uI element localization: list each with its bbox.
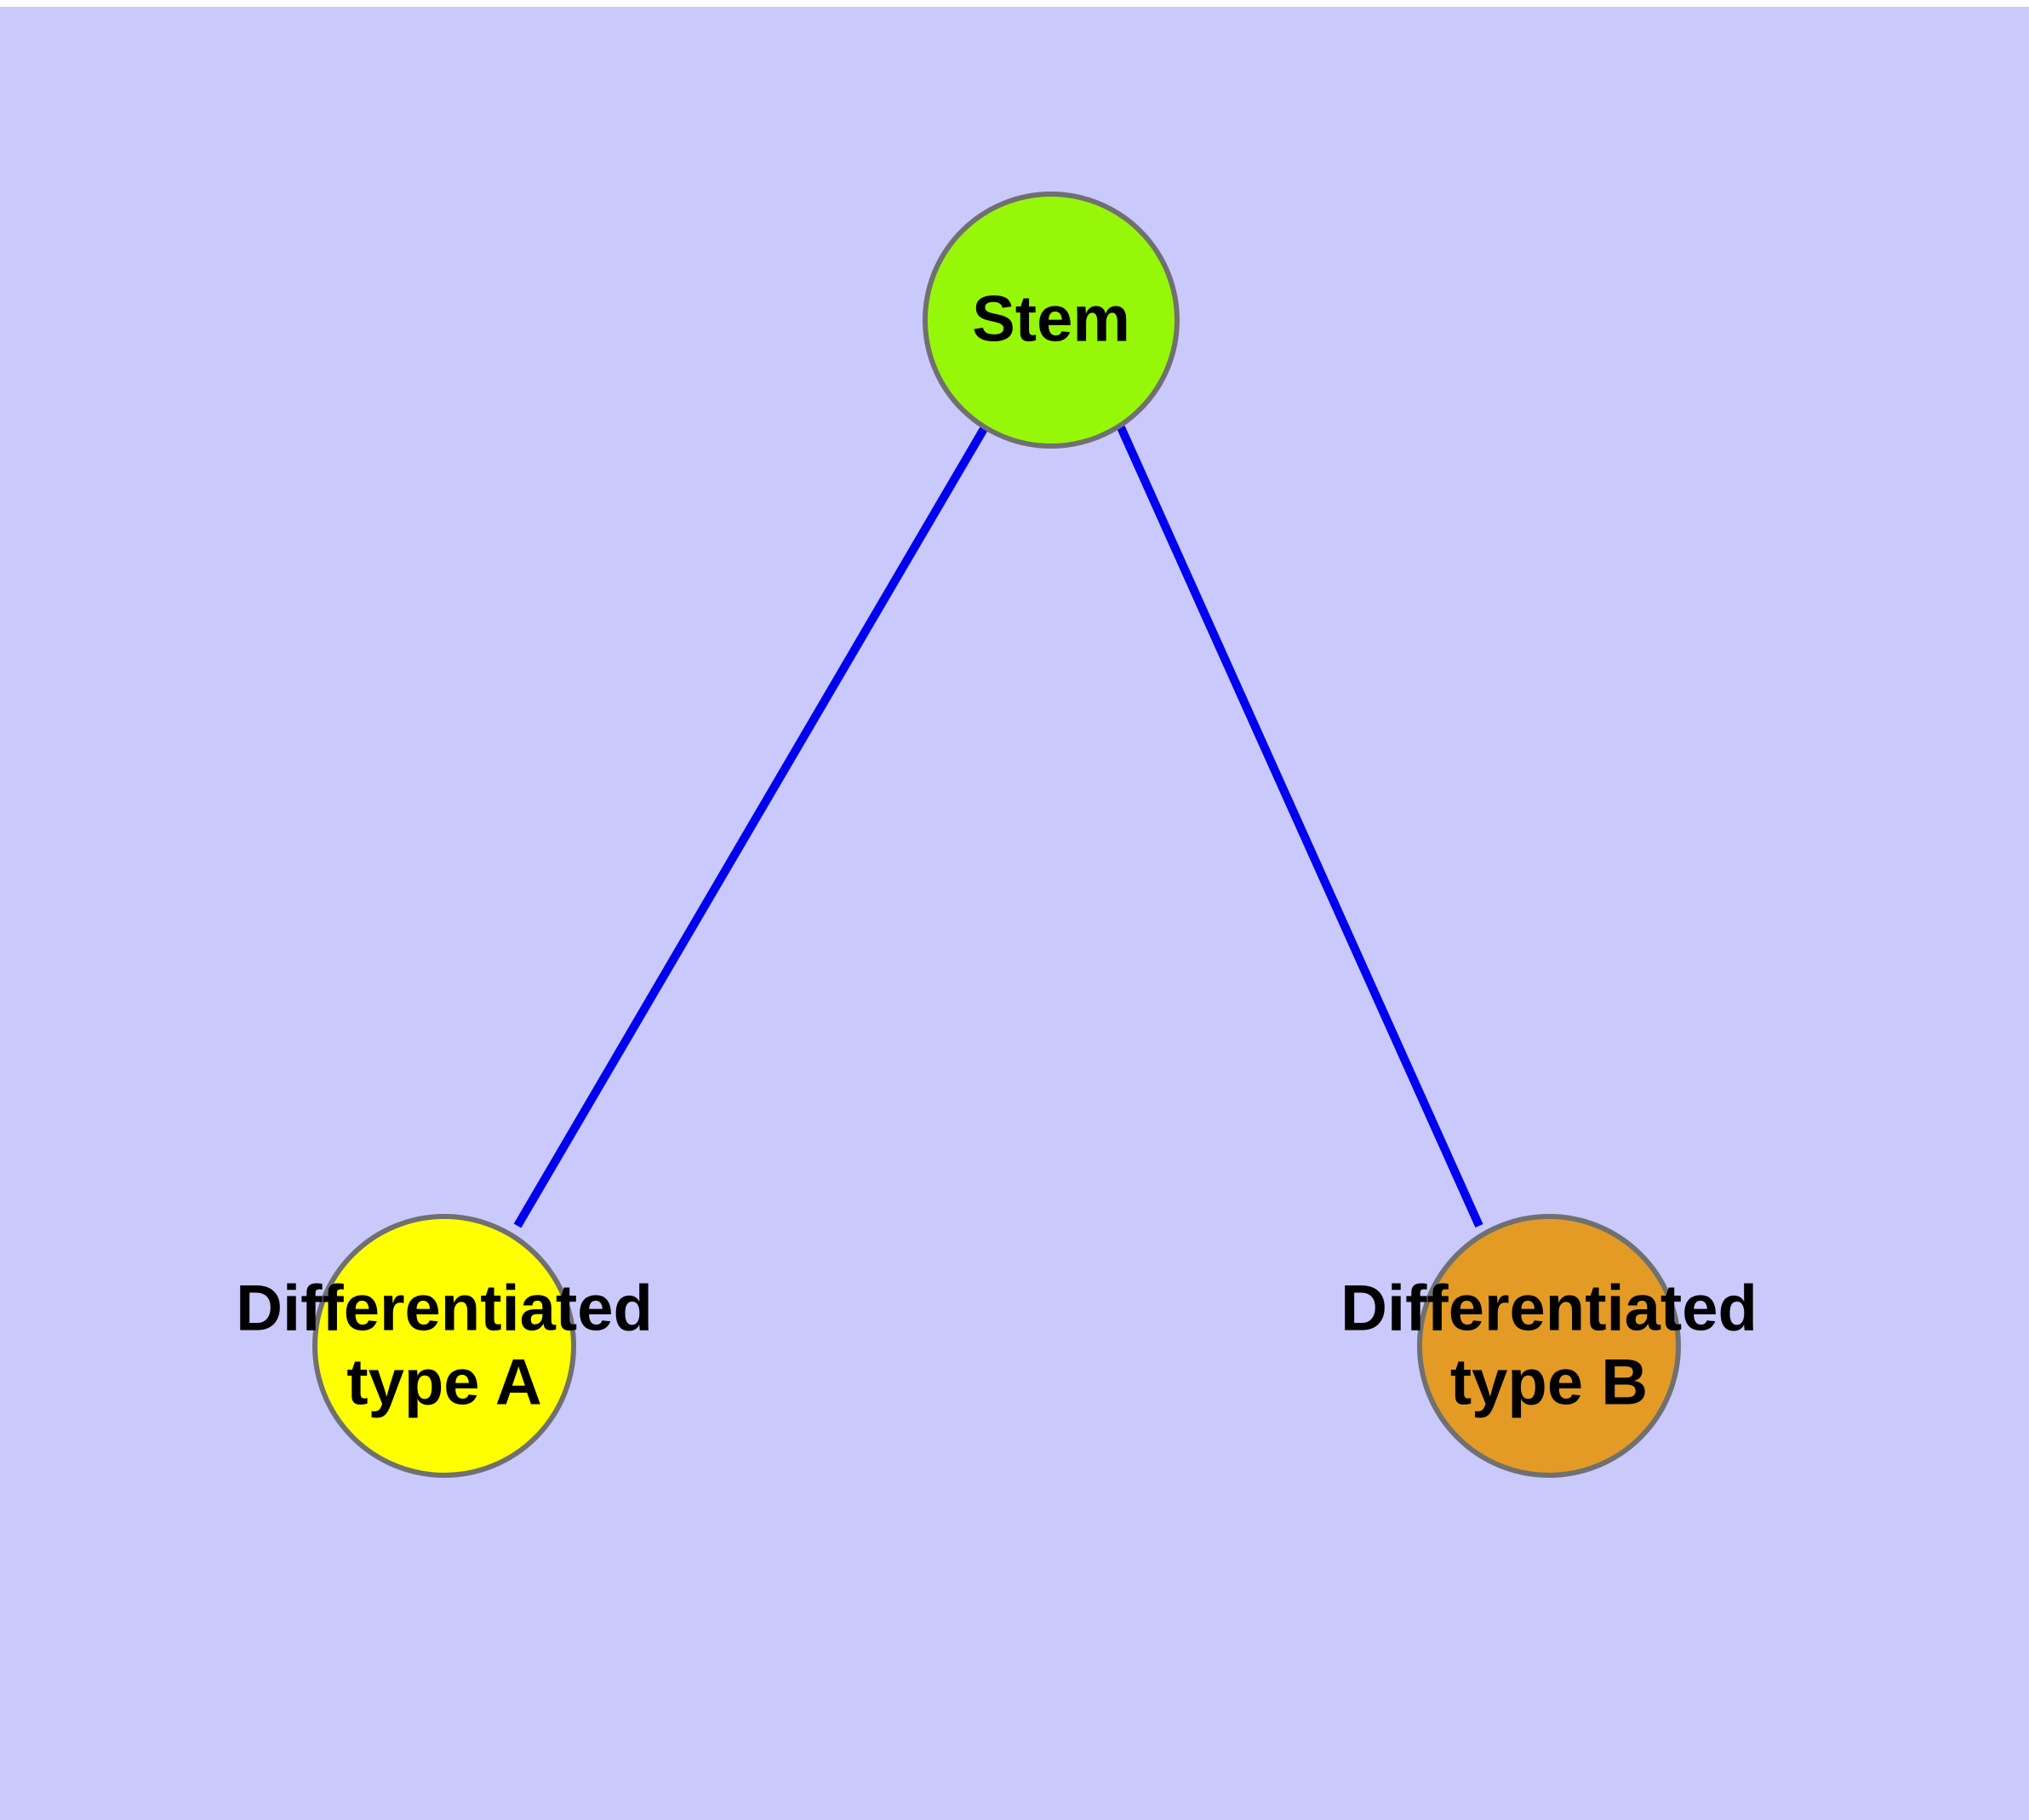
node-differentiated-type-b[interactable] [1417, 1214, 1681, 1478]
graph-svg [312, 192, 1681, 1478]
diagram-plot-area: Stem Differentiated type A Differentiate… [0, 7, 2029, 1820]
edge-stem-to-differentiated-type-a [513, 425, 989, 1228]
node-differentiated-type-a[interactable] [312, 1214, 576, 1478]
edge-stem-to-differentiated-type-b [1117, 425, 1483, 1228]
edge-layer [513, 425, 1483, 1228]
node-layer [312, 192, 1681, 1478]
node-stem[interactable] [923, 192, 1180, 449]
